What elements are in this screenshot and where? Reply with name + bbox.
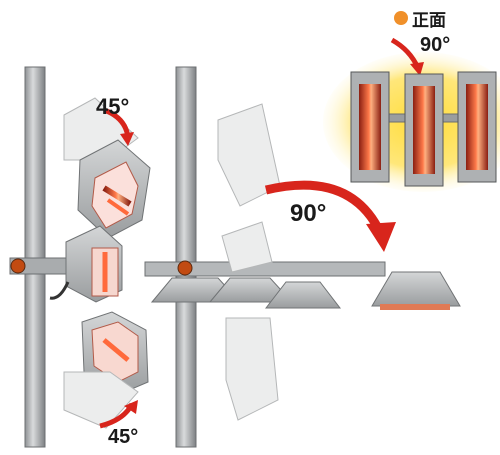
middle-ghost-heater-top	[217, 103, 281, 207]
middle-rotation-arrowhead	[366, 222, 396, 252]
front-label: 正面	[412, 10, 446, 31]
left-heater-assembly	[9, 66, 151, 448]
upper-rotation-arrowhead	[120, 132, 134, 146]
lower-rotation-arrowhead	[124, 400, 138, 414]
middle-clamp-knob	[177, 260, 193, 276]
middle-rotation-arrow	[264, 180, 385, 235]
middle-ghost-heater-center	[221, 221, 273, 273]
bottom-left-angle-label: 45°	[108, 426, 139, 448]
middle-pole	[175, 66, 197, 448]
front-dot-icon	[394, 11, 408, 25]
flat-heaters	[150, 271, 461, 310]
left-clamp-knob	[10, 258, 26, 274]
middle-angle-label: 90°	[290, 200, 327, 227]
left-pole	[24, 66, 46, 448]
front-heater-left	[350, 71, 390, 183]
middle-heater	[65, 225, 123, 303]
lower-ghost-heater	[63, 371, 139, 429]
middle-heater-assembly	[144, 66, 461, 448]
front-view	[323, 37, 500, 192]
front-rotation-arrowhead	[410, 62, 424, 76]
left-power-cable	[49, 281, 70, 300]
front-label-group: 正面	[394, 7, 446, 31]
top-left-angle-label: 45°	[96, 94, 130, 119]
front-angle-label: 90°	[420, 34, 451, 56]
middle-ghost-heater-bottom	[225, 317, 279, 421]
front-heater-right	[457, 71, 497, 183]
front-heater-center	[404, 73, 444, 187]
upper-rotated-heater	[77, 139, 151, 239]
